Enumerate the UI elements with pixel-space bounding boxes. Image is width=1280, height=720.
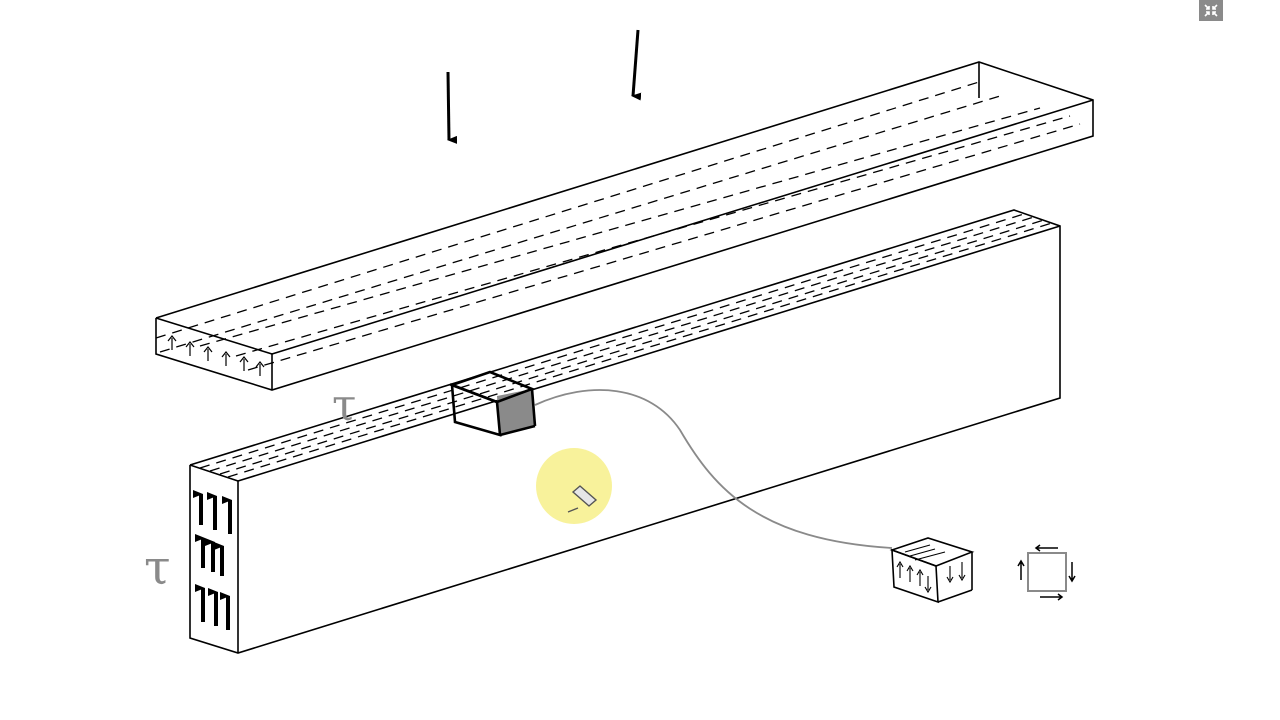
exit-fullscreen-icon — [1199, 0, 1223, 21]
lower-beam — [189, 209, 1061, 654]
pencil-icon — [567, 485, 598, 513]
stress-square — [1017, 544, 1076, 601]
tau-label-top: τ — [332, 380, 356, 431]
enlarged-element — [889, 537, 975, 604]
load-arrows — [446, 29, 642, 144]
tau-label-side: τ — [144, 540, 171, 596]
load-arrow-right — [631, 29, 642, 101]
load-arrow-left — [446, 71, 458, 144]
exit-fullscreen-button[interactable] — [1199, 0, 1223, 21]
element-cube — [448, 370, 537, 437]
upper-slab — [155, 61, 1094, 391]
pen-cursor-highlight — [536, 448, 612, 524]
shear-stress-arrows — [193, 490, 232, 630]
connector-curve — [534, 389, 893, 549]
